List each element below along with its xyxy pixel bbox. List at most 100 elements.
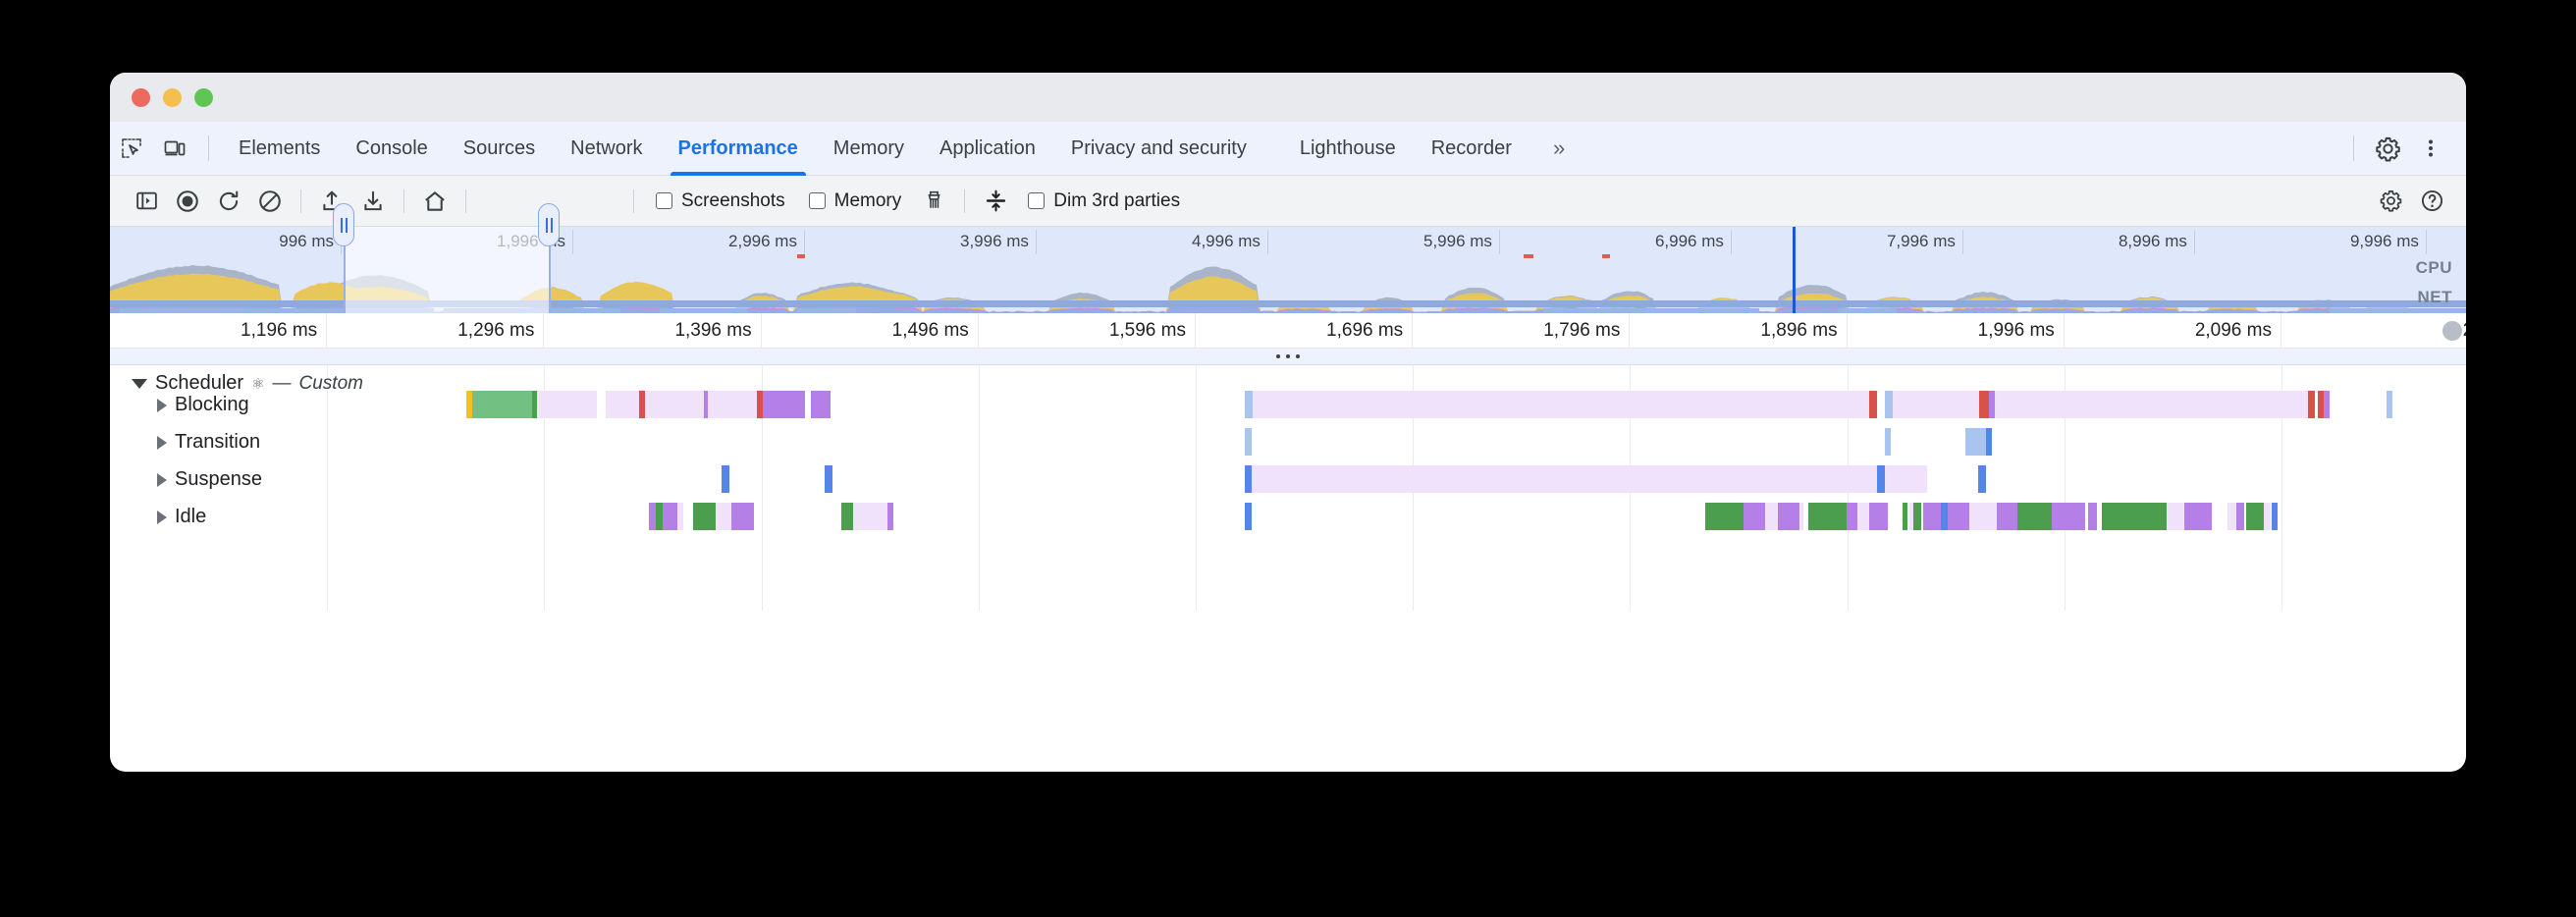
flame-bar[interactable] (1847, 503, 1857, 530)
tab-performance[interactable]: Performance (661, 122, 816, 176)
minimize-window-button[interactable] (163, 88, 182, 107)
flame-bar[interactable] (1869, 391, 1877, 418)
flame-bar[interactable] (1252, 465, 1928, 493)
flame-bar[interactable] (815, 391, 831, 418)
flame-bar[interactable] (1923, 503, 1942, 530)
tab-network[interactable]: Network (553, 122, 660, 176)
memory-checkbox[interactable]: Memory (809, 190, 902, 212)
toggle-sidebar-icon[interactable] (126, 181, 167, 222)
tab-recorder[interactable]: Recorder (1414, 122, 1530, 176)
flame-bar[interactable] (2088, 503, 2097, 530)
flame-bar[interactable] (1965, 428, 1985, 456)
flame-bar[interactable] (1765, 503, 1777, 530)
track-idle-header[interactable]: Idle (110, 499, 206, 535)
flame-bar[interactable] (472, 391, 532, 418)
flame-bar[interactable] (649, 503, 657, 530)
chevron-right-icon[interactable] (157, 473, 167, 487)
flame-bar[interactable] (2308, 391, 2314, 418)
tab-memory[interactable]: Memory (816, 122, 922, 176)
flame-bar[interactable] (1778, 503, 1799, 530)
tab-sources[interactable]: Sources (446, 122, 553, 176)
flame-bar[interactable] (1997, 503, 2018, 530)
tab-elements[interactable]: Elements (221, 122, 338, 176)
flame-bar[interactable] (645, 391, 703, 418)
flame-bar[interactable] (722, 465, 729, 493)
flame-bar[interactable] (1744, 503, 1765, 530)
close-window-button[interactable] (132, 88, 150, 107)
flame-bar[interactable] (1800, 503, 1803, 530)
flame-bar[interactable] (841, 503, 853, 530)
flame-bar[interactable] (768, 391, 804, 418)
flame-bar[interactable] (2246, 503, 2265, 530)
flame-bar[interactable] (1903, 503, 1907, 530)
capture-settings-icon[interactable] (975, 181, 1016, 222)
flame-bar[interactable] (1877, 465, 1885, 493)
flame-bar[interactable] (1885, 391, 1893, 418)
overview-ruler[interactable]: 996 ms1,996 ms2,996 ms3,996 ms4,996 ms5,… (110, 227, 2466, 254)
chevron-right-icon[interactable] (157, 399, 167, 412)
flame-bar[interactable] (1869, 503, 1888, 530)
reload-and-record-icon[interactable] (208, 181, 249, 222)
tab-lighthouse[interactable]: Lighthouse (1282, 122, 1414, 176)
flame-bar[interactable] (1893, 391, 1980, 418)
track-transition-bars[interactable] (110, 424, 2466, 460)
flame-bar[interactable] (887, 503, 893, 530)
track-blocking[interactable]: Blocking (110, 387, 2466, 423)
flame-bar[interactable] (2227, 503, 2236, 530)
flame-bar[interactable] (1705, 503, 1744, 530)
overview-left-resize-handle[interactable] (333, 203, 354, 246)
flame-bar[interactable] (2236, 503, 2244, 530)
track-transition-header[interactable]: Transition (110, 424, 260, 460)
home-icon[interactable] (414, 181, 456, 222)
flame-bar[interactable] (1948, 503, 1969, 530)
flame-bar[interactable] (1885, 428, 1891, 456)
record-button[interactable] (167, 181, 208, 222)
flame-bar[interactable] (1978, 465, 1986, 493)
flame-bar[interactable] (853, 503, 886, 530)
timeline-zoomed-ruler[interactable]: 1,196 ms1,296 ms1,396 ms1,496 ms1,596 ms… (110, 313, 2466, 349)
track-suspense-bars[interactable] (110, 461, 2466, 498)
timeline-overview[interactable]: 996 ms1,996 ms2,996 ms3,996 ms4,996 ms5,… (110, 227, 2466, 313)
tab-privacy-and-security[interactable]: Privacy and security (1053, 122, 1264, 176)
flame-bar[interactable] (2324, 391, 2330, 418)
flame-bar[interactable] (2264, 503, 2270, 530)
flame-bar[interactable] (537, 391, 597, 418)
flame-bar[interactable] (731, 503, 754, 530)
track-suspense[interactable]: Suspense (110, 461, 2466, 498)
tab-console[interactable]: Console (338, 122, 445, 176)
track-suspense-header[interactable]: Suspense (110, 461, 262, 498)
screenshots-checkbox[interactable]: Screenshots (656, 190, 785, 212)
save-profile-icon[interactable] (352, 181, 394, 222)
flame-bar[interactable] (1969, 503, 1997, 530)
flame-bar[interactable] (2017, 503, 2051, 530)
help-icon[interactable] (2411, 181, 2452, 222)
flame-bar[interactable] (1253, 391, 1869, 418)
flame-bar[interactable] (2272, 503, 2278, 530)
chevron-right-icon[interactable] (157, 511, 167, 524)
flame-bar[interactable] (1245, 503, 1251, 530)
gear-icon[interactable] (2370, 181, 2411, 222)
track-blocking-header[interactable]: Blocking (110, 387, 249, 423)
flame-bar[interactable] (2102, 503, 2166, 530)
flame-bar[interactable] (677, 503, 683, 530)
flame-bar[interactable] (825, 465, 832, 493)
inspect-element-icon[interactable] (110, 127, 153, 170)
track-transition[interactable]: Transition (110, 424, 2466, 460)
chevron-right-icon[interactable] (157, 436, 167, 450)
flame-bar[interactable] (1913, 503, 1921, 530)
flame-bar[interactable] (606, 391, 639, 418)
more-tabs-icon[interactable]: » (1539, 122, 1579, 176)
flame-bar[interactable] (2167, 503, 2185, 530)
flame-bar[interactable] (716, 503, 731, 530)
flame-bar[interactable] (1808, 503, 1847, 530)
flame-bar[interactable] (1986, 428, 1992, 456)
more-options-icon[interactable] (2409, 127, 2452, 170)
flame-bar[interactable] (1245, 428, 1251, 456)
flame-chart[interactable]: Scheduler ⚛ — Custom Blocking Transition (110, 365, 2466, 611)
dim-3rd-parties-checkbox[interactable]: Dim 3rd parties (1028, 190, 1180, 212)
flame-bar[interactable] (1245, 391, 1253, 418)
flame-bar[interactable] (708, 391, 757, 418)
gear-icon[interactable] (2366, 127, 2409, 170)
overview-right-resize-handle[interactable] (538, 203, 560, 246)
maximize-window-button[interactable] (194, 88, 213, 107)
